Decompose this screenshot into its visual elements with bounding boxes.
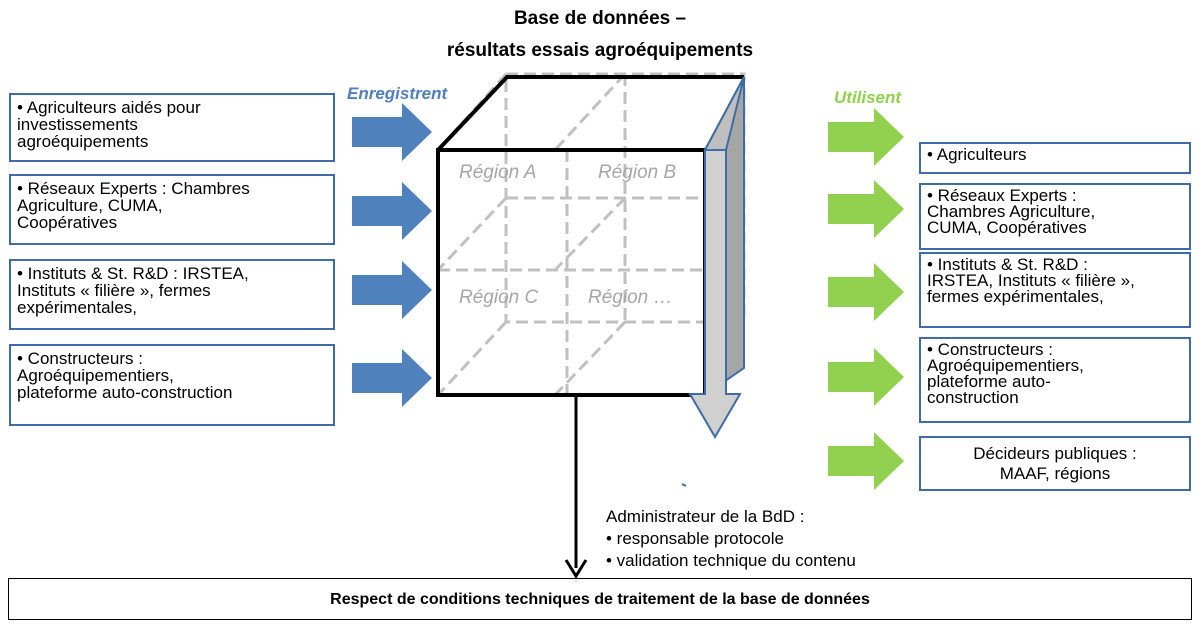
small-tick <box>681 483 687 487</box>
right-box-5-line-2: MAAF, régions <box>999 464 1111 483</box>
green-arrow-5 <box>828 432 904 490</box>
right-box-4-line-4: construction <box>927 388 1019 407</box>
admin-item-2: • validation technique du contenu <box>606 551 856 570</box>
admin-block: Administrateur de la BdD : • responsable… <box>606 506 856 572</box>
bottom-text: Respect de conditions techniques de trai… <box>330 591 870 608</box>
region-b-label: Région B <box>598 162 677 183</box>
right-box-4-line-2: Agroéquipementiers, <box>927 356 1084 375</box>
blue-arrow-1 <box>352 103 432 161</box>
right-box-2-line-1: • Réseaux Experts : <box>927 186 1077 205</box>
left-box-4-line-2: Agroéquipementiers, <box>17 366 174 385</box>
utilisent-label: Utilisent <box>834 88 902 107</box>
right-box-4-line-3: plateforme auto- <box>927 372 1051 391</box>
green-arrow-2 <box>828 180 904 238</box>
enregistrent-label: Enregistrent <box>347 84 448 103</box>
admin-item-1: • responsable protocole <box>606 529 784 548</box>
cube-outline <box>436 75 744 397</box>
region-etc-label: Région … <box>588 287 673 308</box>
right-box-4-line-1: • Constructeurs : <box>927 340 1053 359</box>
right-box-2-line-3: CUMA, Coopératives <box>927 218 1087 237</box>
left-box-2: • Réseaux Experts : Chambres Agriculture… <box>9 174 335 245</box>
region-a-label: Région A <box>459 162 537 183</box>
right-box-5: Décideurs publiques : MAAF, régions <box>919 436 1191 491</box>
left-box-4-line-1: • Constructeurs : <box>17 349 143 368</box>
right-box-3-line-3: fermes expérimentales, <box>927 287 1104 306</box>
blue-arrow-3 <box>352 261 432 319</box>
left-box-3: • Instituts & St. R&D : IRSTEA, Institut… <box>9 259 335 330</box>
left-box-3-line-2: Instituts « filière », fermes <box>17 281 211 300</box>
cube-dashed-grid <box>436 72 746 397</box>
blue-arrow-2 <box>352 182 432 240</box>
left-box-2-line-3: Coopératives <box>17 213 118 232</box>
right-box-5-line-1: Décideurs publiques : <box>973 444 1137 463</box>
blue-arrows <box>352 103 432 407</box>
right-box-2: • Réseaux Experts : Chambres Agriculture… <box>919 183 1191 250</box>
gray-bar-top <box>703 76 745 151</box>
right-box-1: • Agriculteurs <box>919 142 1191 174</box>
bottom-box: Respect de conditions techniques de trai… <box>8 578 1192 620</box>
admin-title: Administrateur de la BdD : <box>606 507 805 526</box>
right-box-3-line-2: IRSTEA, Instituts « filière », <box>927 271 1135 290</box>
right-box-2-line-2: Chambres Agriculture, <box>927 202 1096 221</box>
gray-down-arrow <box>688 149 742 439</box>
left-box-3-line-1: • Instituts & St. R&D : IRSTEA, <box>17 264 249 283</box>
black-arrow-head <box>564 559 588 579</box>
left-box-4: • Constructeurs : Agroéquipementiers, pl… <box>9 344 335 426</box>
left-box-1: • Agriculteurs aidés pour investissement… <box>9 93 335 162</box>
left-box-1-line-2: investissements <box>17 115 138 134</box>
right-box-3-line-1: • Instituts & St. R&D : <box>927 255 1088 274</box>
left-box-4-line-3: plateforme auto-construction <box>17 383 233 402</box>
green-arrow-3 <box>828 263 904 321</box>
left-box-2-line-2: Agriculture, CUMA, <box>17 196 163 215</box>
right-box-3: • Instituts & St. R&D : IRSTEA, Institut… <box>919 252 1191 328</box>
title-line-2: résultats essais agroéquipements <box>446 40 754 61</box>
right-box-1-line-1: • Agriculteurs <box>927 145 1027 164</box>
green-arrows <box>828 108 904 490</box>
title-line-1: Base de données – <box>513 8 687 29</box>
region-c-label: Région C <box>459 287 539 308</box>
blue-arrow-4 <box>352 349 432 407</box>
left-box-1-line-1: • Agriculteurs aidés pour <box>17 98 201 117</box>
right-box-4: • Constructeurs : Agroéquipementiers, pl… <box>919 337 1191 423</box>
green-arrow-4 <box>828 348 904 406</box>
left-box-1-line-3: agroéquipements <box>17 132 149 151</box>
green-arrow-1 <box>828 108 904 166</box>
left-box-3-line-3: expérimentales, <box>17 298 138 317</box>
left-box-2-line-1: • Réseaux Experts : Chambres <box>17 179 250 198</box>
